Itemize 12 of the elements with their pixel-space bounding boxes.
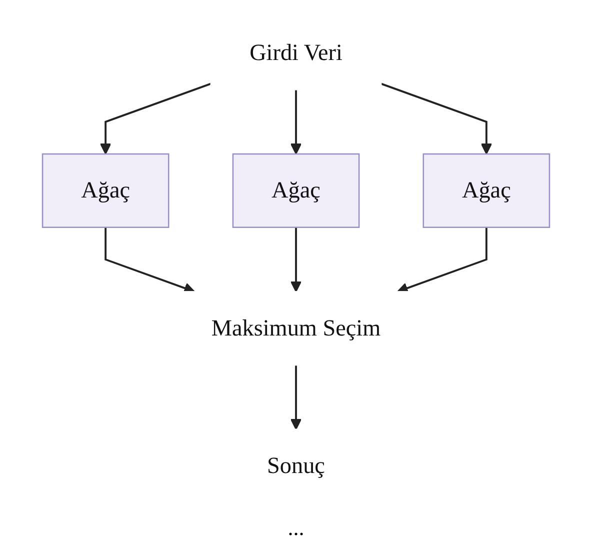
arrow: [290, 227, 302, 292]
arrow: [290, 90, 302, 154]
node-box: Ağaç: [232, 153, 360, 228]
node-box: Ağaç: [42, 153, 170, 228]
arrow: [100, 82, 212, 154]
node-box: Ağaç: [422, 153, 550, 228]
node-text: Maksimum Seçim: [211, 314, 381, 341]
arrow: [290, 365, 302, 430]
arrow: [380, 82, 492, 154]
node-text: Sonuç: [267, 452, 325, 478]
node-text: Girdi Veri: [250, 39, 342, 66]
ellipsis-text: ...: [288, 515, 304, 541]
